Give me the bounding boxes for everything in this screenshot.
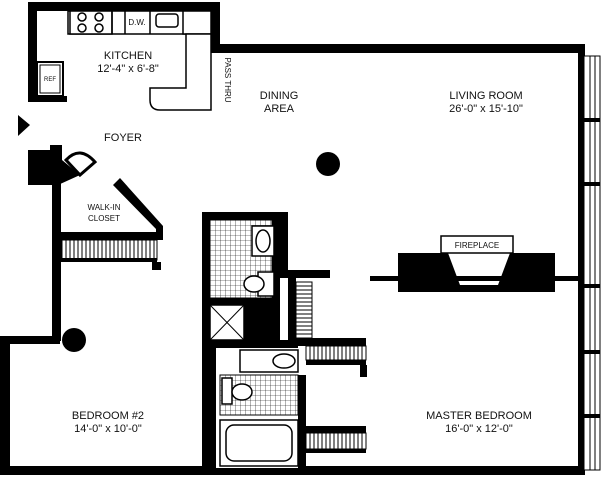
bath-one <box>202 212 330 348</box>
closet-line2: CLOSET <box>88 214 120 223</box>
column-icon <box>62 328 86 352</box>
corridor-walls <box>202 338 366 470</box>
living-name: LIVING ROOM <box>449 90 522 102</box>
entry <box>18 115 98 185</box>
kitchen-dims: 12'-4" x 6'-8" <box>97 63 159 75</box>
pass-thru-label: PASS THRU <box>223 57 232 102</box>
foyer-name: FOYER <box>104 132 142 144</box>
kitchen-fixtures <box>36 10 212 111</box>
closet-line1: WALK-IN <box>87 203 120 212</box>
labels: KITCHEN 12'-4" x 6'-8" D.W. REF PASS THR… <box>44 18 532 435</box>
fireplace-label: FIREPLACE <box>455 241 499 250</box>
living-dims: 26'-0" x 15'-10" <box>449 103 523 115</box>
master-dims: 16'-0" x 12'-0" <box>445 423 513 435</box>
master-name: MASTER BEDROOM <box>426 410 532 422</box>
bedroom2-name: BEDROOM #2 <box>72 410 144 422</box>
dining-line2: AREA <box>264 103 295 115</box>
dishwasher-label: D.W. <box>128 18 145 27</box>
fireplace <box>370 235 580 292</box>
outer-walls <box>0 2 585 475</box>
entry-arrow-icon <box>18 115 30 136</box>
bedroom2-dims: 14'-0" x 10'-0" <box>74 423 142 435</box>
linen-closet <box>295 281 313 339</box>
master-closets <box>305 345 367 453</box>
dining-line1: DINING <box>260 90 299 102</box>
walk-in-closet <box>60 178 163 270</box>
column-icon <box>316 152 340 176</box>
refrigerator-label: REF <box>44 77 56 83</box>
windows <box>583 55 601 471</box>
kitchen-name: KITCHEN <box>104 50 152 62</box>
bath-two <box>216 348 299 468</box>
